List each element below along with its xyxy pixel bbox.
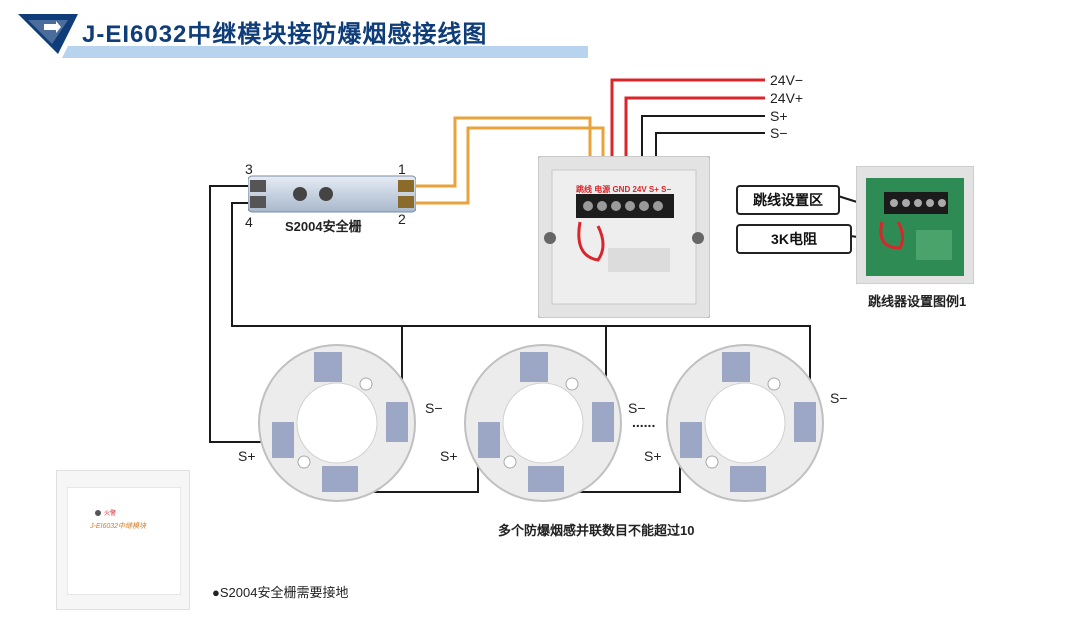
jumper-board — [855, 165, 975, 285]
detector-base-1 — [256, 342, 418, 504]
panel-model-label: J-EI6032中继模块 — [90, 523, 147, 530]
fire-indicator-led — [95, 510, 101, 516]
detector-2-s-plus: S+ — [440, 448, 458, 464]
jumper-caption: 跳线器设置图例1 — [868, 294, 967, 309]
wire-label-s-plus: S+ — [770, 108, 788, 124]
orange-wire-2 — [412, 126, 605, 205]
detector-base-3 — [664, 342, 826, 504]
safety-barrier — [247, 172, 417, 216]
detector-ellipsis: ...... — [632, 414, 656, 430]
wire-label-s-minus: S− — [770, 125, 788, 141]
terminal-number-3: 3 — [245, 161, 253, 177]
panel-indicator-label: 火警 — [104, 511, 117, 517]
module-terminal-label: 跳线 电源 GND 24V S+ S− — [576, 185, 672, 194]
terminal-number-4: 4 — [245, 214, 253, 230]
title-banner — [18, 14, 588, 58]
page-title: J-EI6032中继模块接防爆烟感接线图 — [82, 21, 488, 48]
callout-jumper-area: 跳线设置区 — [736, 185, 840, 215]
detector-3-s-minus: S− — [830, 390, 848, 406]
detector-2-s-minus: S− — [628, 400, 646, 416]
barrier-label: S2004安全栅 — [285, 219, 362, 234]
detector-1-s-minus: S− — [425, 400, 443, 416]
detector-caption: 多个防爆烟感并联数目不能超过10 — [498, 523, 695, 538]
callout-3k-resistor: 3K电阻 — [736, 224, 852, 254]
wire-label-24v-minus: 24V− — [770, 72, 804, 88]
detector-1-s-plus: S+ — [238, 448, 256, 464]
logo-icon — [42, 20, 62, 34]
black-wire-s-minus-bus — [231, 202, 811, 395]
detector-base-2 — [462, 342, 624, 504]
orange-wire-1 — [412, 116, 592, 195]
relay-module-back — [537, 155, 711, 319]
detector-3-s-plus: S+ — [644, 448, 662, 464]
module-front-panel: 火警 J-EI6032中继模块 — [56, 470, 190, 610]
terminal-number-2: 2 — [398, 211, 406, 227]
black-wire-s-plus-bus — [209, 185, 272, 443]
grounding-note: ●S2004安全栅需要接地 — [212, 585, 349, 600]
wire-label-24v-plus: 24V+ — [770, 90, 804, 106]
terminal-number-1: 1 — [398, 161, 406, 177]
